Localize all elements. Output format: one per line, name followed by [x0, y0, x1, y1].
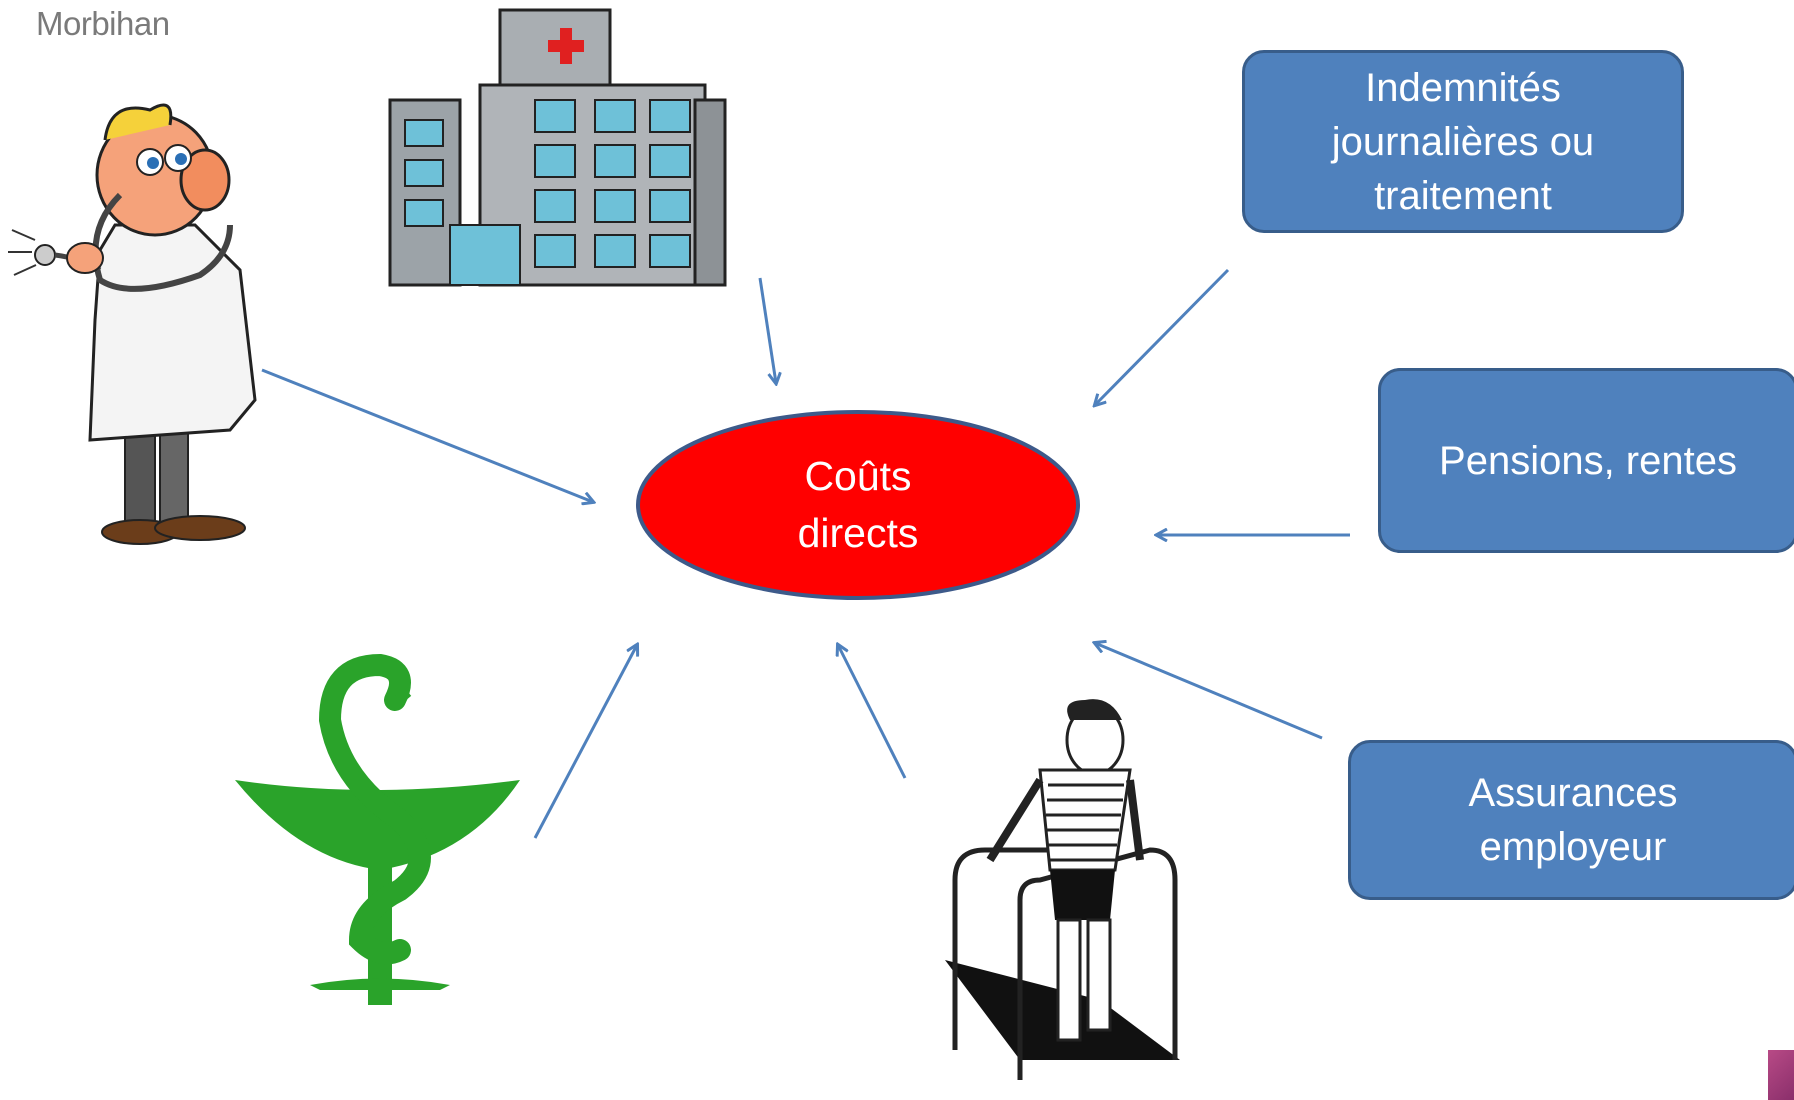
header-label: Morbihan: [36, 5, 170, 42]
center-label-line2: directs: [797, 510, 919, 556]
assurances-box: Assurances employeur: [1348, 740, 1794, 900]
indemnites-line1: Indemnités: [1365, 65, 1561, 110]
rehabilitation-walker-icon: [945, 699, 1180, 1080]
arrow-indemnites: [1095, 268, 1230, 405]
arrow-hospital: [758, 277, 776, 383]
center-label: Coûts directs: [708, 448, 1008, 562]
assurances-line1: Assurances: [1468, 771, 1678, 815]
pensions-line1: Pensions, rentes: [1439, 438, 1737, 483]
indemnites-line3: traitement: [1374, 173, 1552, 218]
arrows: [261, 268, 1350, 839]
hospital-icon: [388, 8, 727, 287]
arrow-doctor: [261, 368, 593, 502]
indemnites-line2: journalières ou: [1331, 119, 1595, 164]
arrow-rehabilitation: [838, 645, 907, 779]
pharmacy-caduceus-icon: [235, 653, 520, 1005]
indemnites-box: Indemnités journalières ou traitement: [1242, 50, 1684, 233]
center-label-line1: Coûts: [804, 453, 912, 499]
arrow-assurances: [1095, 643, 1323, 740]
doctor-icon: [8, 103, 257, 545]
corner-logo-mark: [1768, 1050, 1794, 1100]
arrow-pharmacy: [533, 645, 637, 839]
pensions-box: Pensions, rentes: [1378, 368, 1794, 553]
assurances-line2: employeur: [1479, 825, 1667, 869]
center-ellipse: [636, 410, 1080, 600]
